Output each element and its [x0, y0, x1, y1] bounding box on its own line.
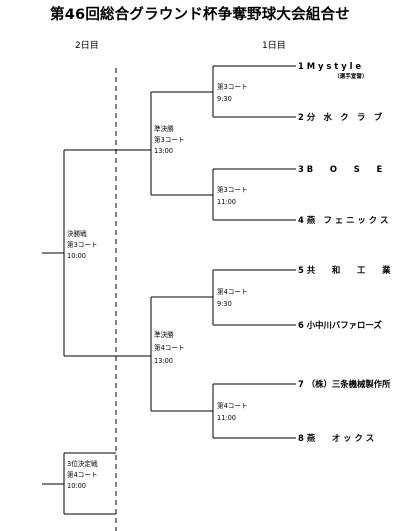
page-title: 第46回総合グラウンド杯争奪野球大会組合せ — [50, 7, 350, 23]
match-label-final: 決勝戦 第3コート 10:00 — [67, 229, 98, 262]
court-label: 第3コート — [217, 186, 248, 194]
court-label: 第3コート — [154, 136, 185, 144]
round-label: 3位決定戦 — [67, 460, 98, 468]
time-label: 13:00 — [154, 357, 174, 365]
court-label: 第3コート — [67, 241, 98, 249]
team-entry-6: 6 小中川バファローズ — [298, 321, 382, 329]
team-entry-1: 1 M y s t y l e — [298, 62, 361, 70]
team-number: 6 — [298, 320, 304, 330]
team-name: M y s t y l e — [306, 61, 362, 71]
team-number: 8 — [298, 433, 304, 443]
match-label-semifinal-1: 準決勝 第3コート 13:00 — [154, 124, 185, 157]
team-entry-8: 8 燕 オ ッ ク ス — [298, 434, 374, 442]
team-number: 2 — [298, 112, 304, 122]
team-entry-4: 4 燕 フ ェ ニ ッ ク ス — [298, 216, 388, 224]
time-label: 9:30 — [217, 300, 232, 308]
day2-header: 2日目 — [75, 41, 99, 51]
team-number: 7 — [298, 379, 304, 389]
time-label: 10:00 — [67, 252, 87, 260]
time-label: 13:00 — [154, 147, 174, 155]
time-label: 11:00 — [217, 198, 237, 206]
court-label: 第4コート — [217, 288, 248, 296]
court-label: 第3コート — [217, 83, 248, 91]
team-number: 5 — [298, 265, 304, 275]
match-label-r1-3: 第4コート 9:30 — [217, 286, 248, 310]
time-label: 11:00 — [217, 414, 237, 422]
team-name: 小中川バファローズ — [306, 320, 382, 330]
match-label-third-place: 3位決定戦 第4コート 10:00 — [67, 459, 98, 492]
match-label-r1-1: 第3コート 9:30 — [217, 81, 248, 105]
team-entry-3: 3 B O S E — [298, 165, 382, 173]
time-label: 9:30 — [217, 95, 232, 103]
team-name: 燕 オ ッ ク ス — [306, 433, 375, 443]
team-number: 4 — [298, 215, 304, 225]
team-name: 分 水 ク ラ ブ — [306, 112, 383, 122]
team-number: 3 — [298, 164, 304, 174]
team-number: 1 — [298, 61, 304, 71]
match-label-r1-4: 第4コート 11:00 — [217, 400, 248, 424]
court-label: 第4コート — [67, 471, 98, 479]
team-entry-7: 7 （株）三条機械製作所 — [298, 380, 391, 388]
match-label-semifinal-2: 準決勝 第4コート 13:00 — [154, 329, 185, 368]
team-entry-5: 5 共 和 工 業 — [298, 266, 391, 274]
team-name: 共 和 工 業 — [306, 265, 391, 275]
team-name: 燕 フ ェ ニ ッ ク ス — [306, 215, 389, 225]
round-label: 準決勝 — [154, 331, 174, 339]
match-label-r1-2: 第3コート 11:00 — [217, 184, 248, 208]
team-note: （選手宣誓） — [334, 74, 368, 80]
court-label: 第4コート — [154, 344, 185, 352]
team-name: （株）三条機械製作所 — [306, 379, 391, 389]
team-entry-2: 2 分 水 ク ラ ブ — [298, 113, 382, 121]
court-label: 第4コート — [217, 402, 248, 410]
round-label: 準決勝 — [154, 125, 174, 133]
day1-header: 1日目 — [262, 41, 286, 51]
time-label: 10:00 — [67, 482, 87, 490]
round-label: 決勝戦 — [67, 230, 87, 238]
team-name: B O S E — [306, 164, 383, 174]
